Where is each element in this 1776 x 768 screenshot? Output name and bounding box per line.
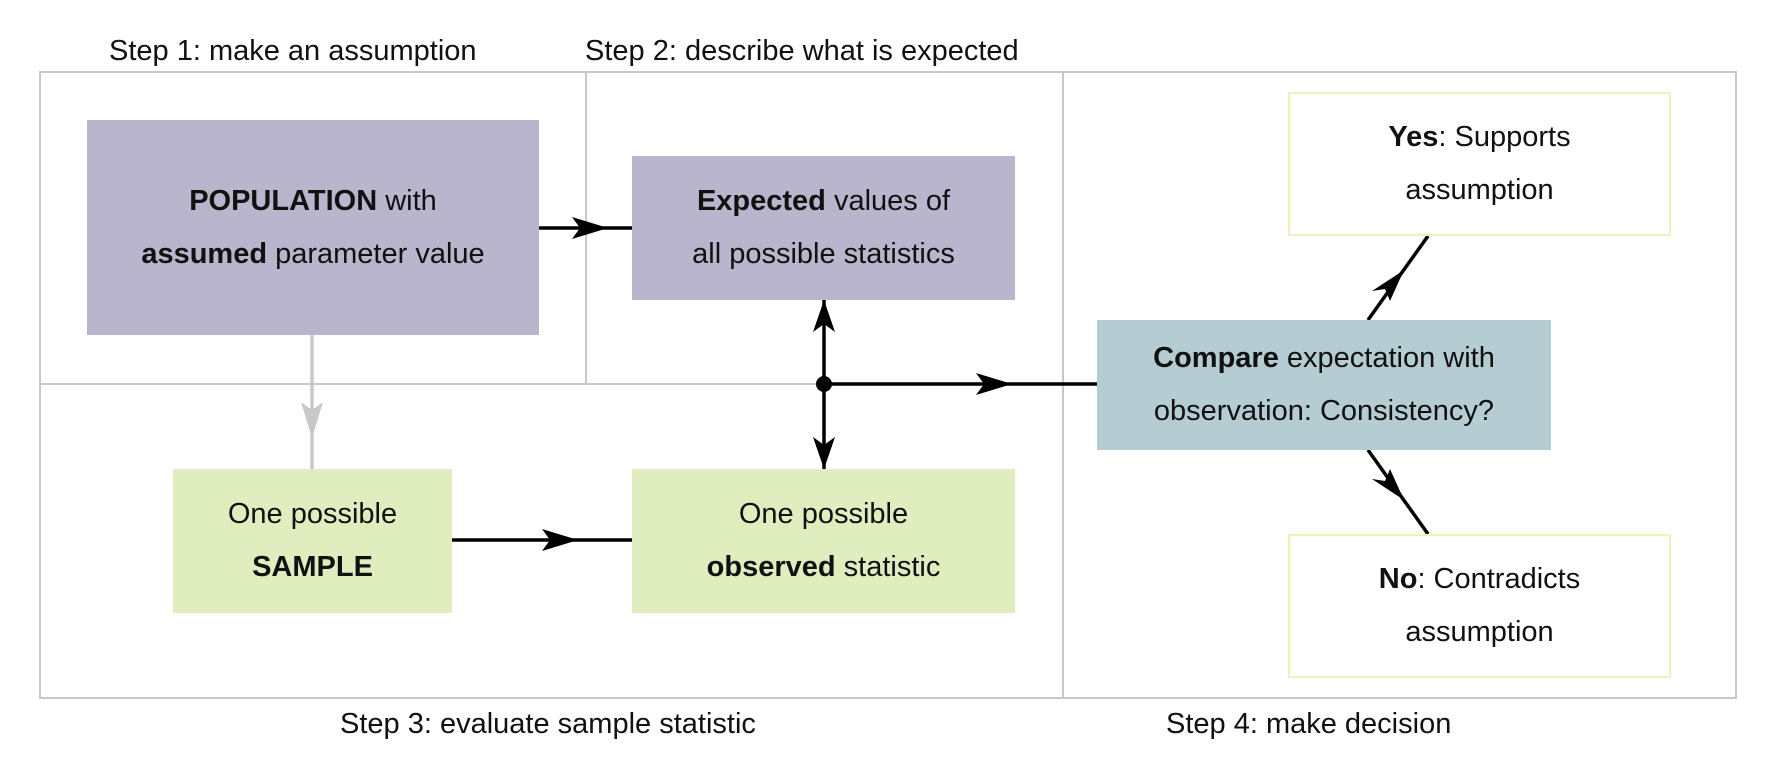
compare-term: Compare (1153, 342, 1279, 374)
sample-term: SAMPLE (252, 551, 373, 583)
arrowhead-sample-to-observed (542, 529, 578, 551)
step-3-label: Step 3: evaluate sample statistic (340, 708, 756, 740)
arrowhead-population-to-sample (301, 402, 323, 438)
arrowhead-to-observed (813, 437, 835, 469)
expected-line-2: all possible statistics (692, 228, 955, 281)
population-line-1: POPULATION with (189, 175, 437, 228)
yes-line-1: Yes: Supports (1388, 111, 1570, 164)
no-line-1-text: : Contradicts (1417, 563, 1581, 595)
sample-line-1-text: One possible (227, 498, 398, 530)
no-line-1: No: Contradicts (1379, 553, 1580, 606)
population-line-1-text: with (377, 184, 437, 217)
step-1-label: Step 1: make an assumption (109, 35, 477, 67)
observed-term: observed (706, 551, 836, 583)
junction-dot (816, 376, 832, 392)
population-line-2-text: parameter value (267, 237, 485, 270)
yes-term: Yes (1388, 121, 1439, 153)
compare-line-2: observation: Consistency? (1154, 385, 1494, 438)
no-outcome-box: No: Contradicts assumption (1288, 534, 1671, 678)
population-line-2: assumed parameter value (141, 228, 484, 281)
sample-line-2: SAMPLE (252, 541, 373, 594)
expected-term: Expected (696, 185, 826, 217)
sample-line-1: One possible (228, 488, 397, 541)
yes-line-2-text: assumption (1405, 174, 1554, 206)
observed-line-1-text: One possible (738, 498, 909, 530)
population-box: POPULATION with assumed parameter value (87, 120, 539, 335)
arrowhead-population-to-expected (572, 217, 608, 239)
arrowhead-compare-to-yes (1372, 270, 1404, 301)
expected-line-2-text: all possible statistics (692, 238, 955, 270)
observed-statistic-box: One possible observed statistic (632, 469, 1015, 613)
yes-line-2: assumption (1405, 164, 1553, 217)
assumed-term: assumed (141, 237, 268, 270)
yes-outcome-box: Yes: Supports assumption (1288, 92, 1671, 236)
observed-line-2-text: statistic (835, 551, 941, 583)
no-line-2: assumption (1405, 606, 1553, 659)
population-term: POPULATION (189, 184, 378, 217)
yes-line-1-text: : Supports (1438, 121, 1571, 153)
arrowhead-to-expected (813, 300, 835, 332)
observed-line-2: observed statistic (707, 541, 941, 594)
arrowhead-compare-to-no (1372, 469, 1404, 500)
step-4-label: Step 4: make decision (1166, 708, 1452, 740)
compare-box: Compare expectation with observation: Co… (1097, 320, 1551, 450)
compare-line-2-text: observation: Consistency? (1153, 395, 1495, 427)
observed-line-1: One possible (739, 488, 908, 541)
expected-values-box: Expected values of all possible statisti… (632, 156, 1015, 300)
sample-box: One possible SAMPLE (173, 469, 452, 613)
compare-line-1-text: expectation with (1278, 342, 1495, 374)
expected-line-1: Expected values of (697, 175, 950, 228)
step-2-label: Step 2: describe what is expected (585, 35, 1019, 67)
arrowhead-junction-to-compare (976, 373, 1012, 395)
no-term: No (1378, 563, 1418, 595)
compare-line-1: Compare expectation with (1153, 332, 1495, 385)
expected-line-1-text: values of (825, 185, 951, 217)
no-line-2-text: assumption (1405, 616, 1554, 648)
